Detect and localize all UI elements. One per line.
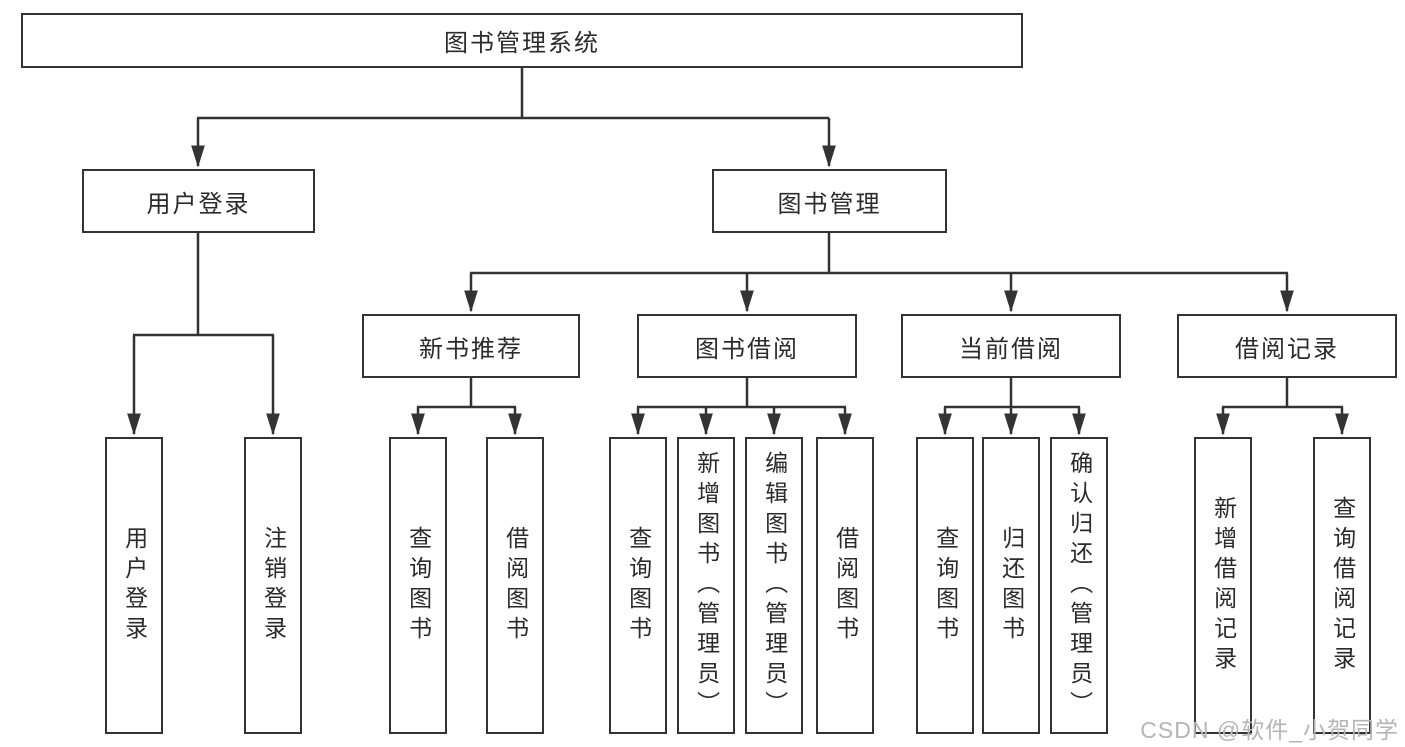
leaf-query-books-borrow: 查询图书: [609, 437, 667, 734]
leaf-add-books-admin: 新增图书（管理员）: [677, 437, 735, 734]
leaf-label: 查询图书: [932, 525, 959, 646]
node-book-borrow: 图书借阅: [637, 314, 857, 378]
leaf-query-books-recommend: 查询图书: [389, 437, 447, 734]
leaf-label: 查询借阅记录: [1329, 495, 1356, 676]
leaf-user-login: 用户登录: [105, 437, 163, 734]
leaf-label: 确认归还（管理员）: [1066, 450, 1093, 721]
node-label: 新书推荐: [419, 335, 523, 363]
node-new-book-recommend: 新书推荐: [362, 314, 580, 378]
leaf-borrow-books-recommend: 借阅图书: [486, 437, 544, 734]
node-label: 图书管理系统: [444, 30, 600, 57]
leaf-label: 查询图书: [625, 525, 652, 646]
leaf-label: 新增图书（管理员）: [693, 450, 720, 721]
leaf-label: 借阅图书: [502, 525, 529, 646]
leaf-label: 注销登录: [260, 525, 287, 646]
node-borrow-records: 借阅记录: [1177, 314, 1397, 378]
node-library-management-system: 图书管理系统: [21, 13, 1023, 68]
node-book-management: 图书管理: [712, 169, 947, 233]
leaf-label: 用户登录: [121, 525, 148, 646]
node-user-login: 用户登录: [82, 169, 315, 233]
csdn-watermark: CSDN @软件_小贺同学: [1140, 717, 1399, 743]
leaf-return-books: 归还图书: [982, 437, 1040, 734]
leaf-label: 归还图书: [998, 525, 1025, 646]
node-label: 图书管理: [777, 190, 882, 218]
node-label: 借阅记录: [1235, 335, 1339, 363]
leaf-logout: 注销登录: [244, 437, 302, 734]
leaf-confirm-return-admin: 确认归还（管理员）: [1050, 437, 1108, 734]
leaf-label: 编辑图书（管理员）: [761, 450, 788, 721]
leaf-label: 新增借阅记录: [1210, 495, 1237, 676]
node-current-borrow: 当前借阅: [901, 314, 1121, 378]
leaf-add-borrow-record: 新增借阅记录: [1194, 437, 1252, 734]
node-label: 图书借阅: [695, 335, 799, 363]
leaf-edit-books-admin: 编辑图书（管理员）: [745, 437, 803, 734]
leaf-query-borrow-record: 查询借阅记录: [1313, 437, 1371, 734]
leaf-borrow-books: 借阅图书: [816, 437, 874, 734]
node-label: 用户登录: [146, 190, 251, 218]
leaf-query-books-current: 查询图书: [916, 437, 974, 734]
leaf-label: 查询图书: [405, 525, 432, 646]
node-label: 当前借阅: [959, 335, 1063, 363]
leaf-label: 借阅图书: [832, 525, 859, 646]
